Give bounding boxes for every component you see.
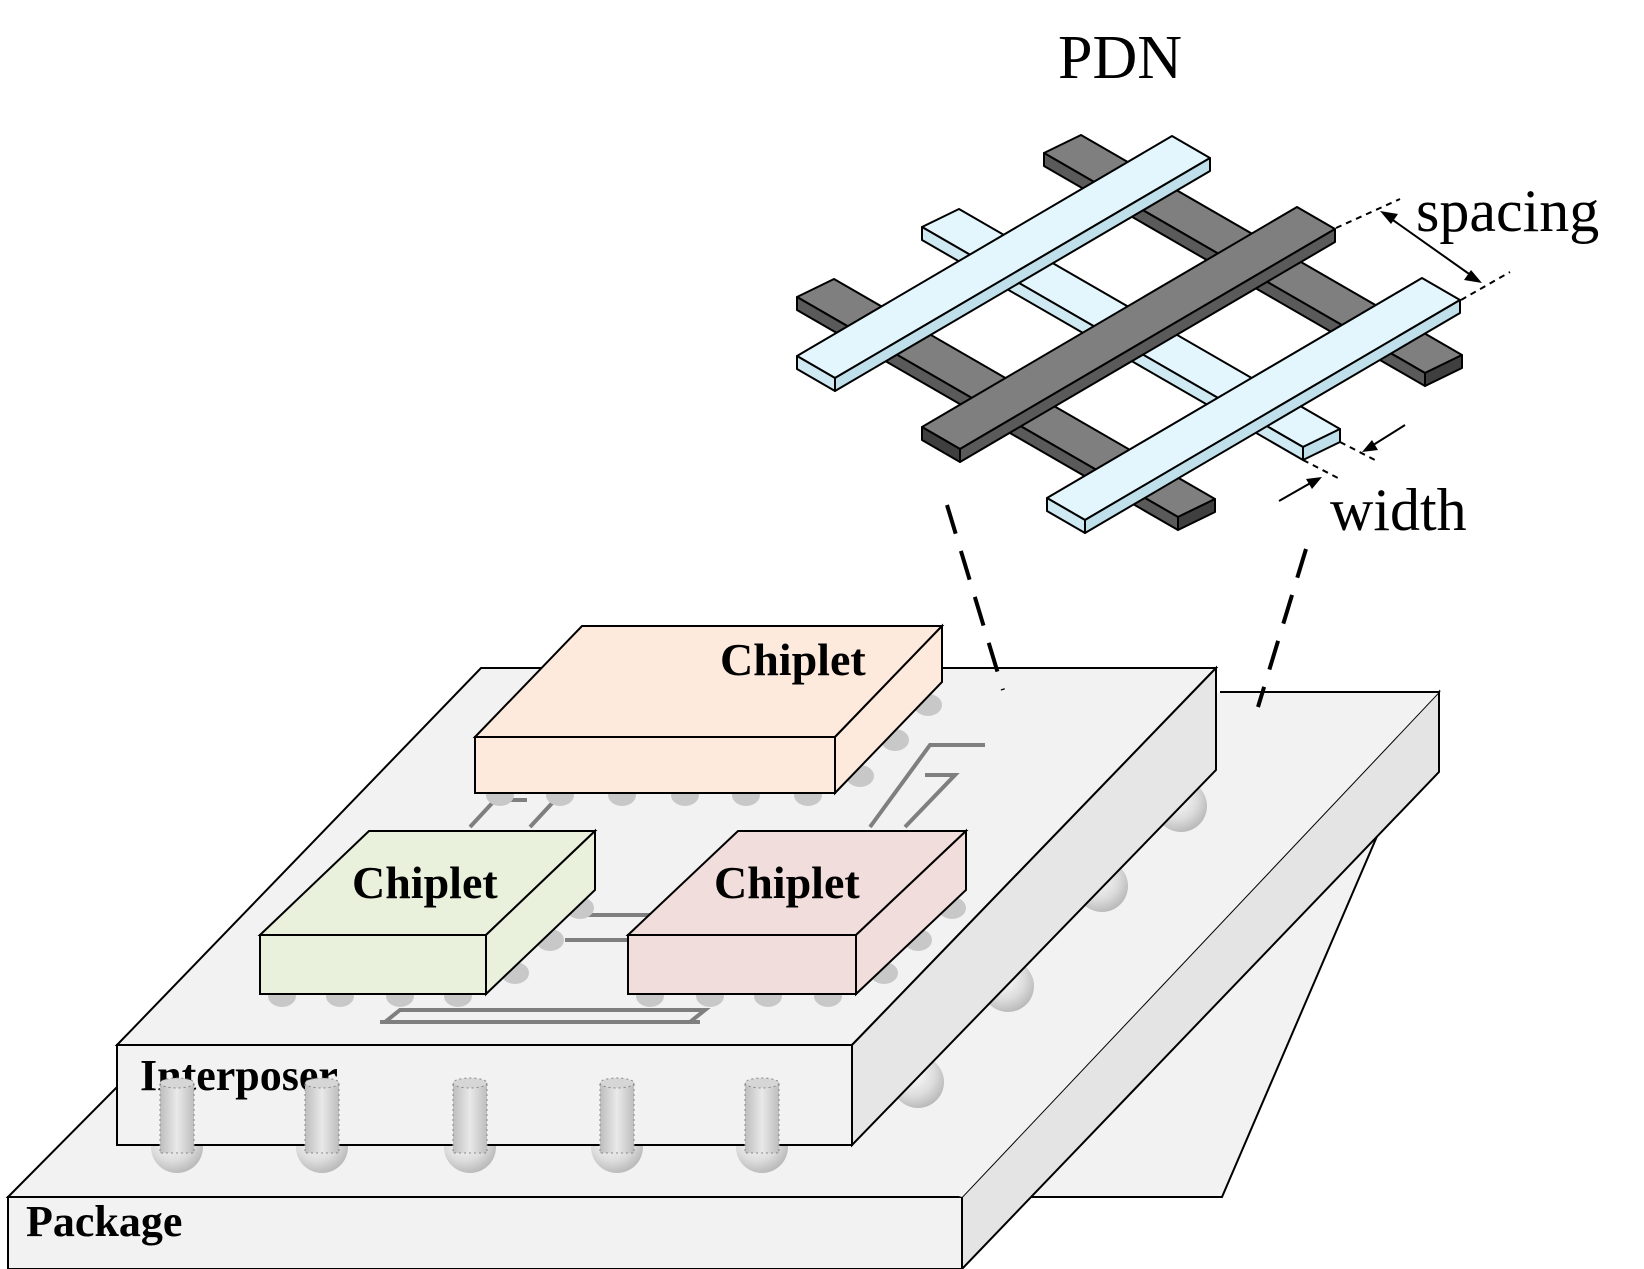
arrowhead <box>1306 477 1322 489</box>
dim-arrow-line <box>1389 217 1473 277</box>
trace <box>528 798 557 829</box>
callout-line-right <box>1256 548 1308 708</box>
chiplet-top: Chiplet <box>472 623 945 806</box>
chiplet-right-side-face <box>855 828 967 997</box>
chiplet-right-front-face <box>627 934 857 995</box>
spacing-dimension <box>1335 198 1511 301</box>
tsv <box>452 1082 488 1154</box>
trace <box>383 1008 711 1024</box>
dim-arrow-line <box>1369 424 1406 448</box>
pdn-light-rail <box>1046 277 1461 534</box>
rail-side <box>959 228 1336 463</box>
spacing-label: spacing <box>1416 178 1599 244</box>
chiplet-right-label: Chiplet <box>714 857 860 908</box>
rail-side <box>834 157 1211 392</box>
pdn-grid <box>796 134 1463 534</box>
arrowhead <box>1362 440 1378 452</box>
chiplet-top-side-face <box>834 623 943 796</box>
chiplet-left-side-face <box>485 828 596 997</box>
chiplet-top-front-face <box>474 736 836 794</box>
tsv <box>599 1082 635 1154</box>
arrowhead <box>1464 270 1482 283</box>
tsv-cap <box>452 1077 488 1089</box>
chiplet-left-label: Chiplet <box>352 857 498 908</box>
chiplet-left-front-face <box>259 934 487 995</box>
rail-side <box>1084 299 1461 534</box>
tsv <box>304 1082 340 1154</box>
tsv <box>159 1082 195 1154</box>
dim-ext-line <box>1335 198 1401 229</box>
chiplet-top-label: Chiplet <box>720 634 866 685</box>
tsv-cap <box>744 1077 780 1089</box>
zoom-callout-lines <box>945 504 1308 708</box>
width-label: width <box>1330 477 1467 543</box>
pdn-light-rail <box>796 135 1211 392</box>
interposer-traces <box>380 743 985 1024</box>
tsv-cap <box>159 1077 195 1089</box>
width-dimension <box>1278 424 1406 502</box>
dim-ext-line <box>1302 459 1339 479</box>
chiplet-right: Chiplet <box>625 828 969 1007</box>
callout-line-left <box>945 504 1005 691</box>
dim-ext-line <box>1460 271 1511 301</box>
package-front-face <box>7 1196 963 1269</box>
pdn-dark-rail <box>921 206 1336 463</box>
chiplet-left: Chiplet <box>257 828 598 1007</box>
tsv <box>744 1082 780 1154</box>
package-label: Package <box>26 1197 182 1246</box>
tsv-cap <box>304 1077 340 1089</box>
tsv-cap <box>599 1077 635 1089</box>
dim-arrow-line <box>1278 480 1315 502</box>
trace <box>868 743 985 829</box>
through-silicon-vias <box>159 1077 780 1154</box>
arrowhead <box>1380 211 1398 224</box>
trace <box>903 773 960 829</box>
pdn-title: PDN <box>1058 24 1182 92</box>
interposer-side-face <box>851 665 1217 1148</box>
